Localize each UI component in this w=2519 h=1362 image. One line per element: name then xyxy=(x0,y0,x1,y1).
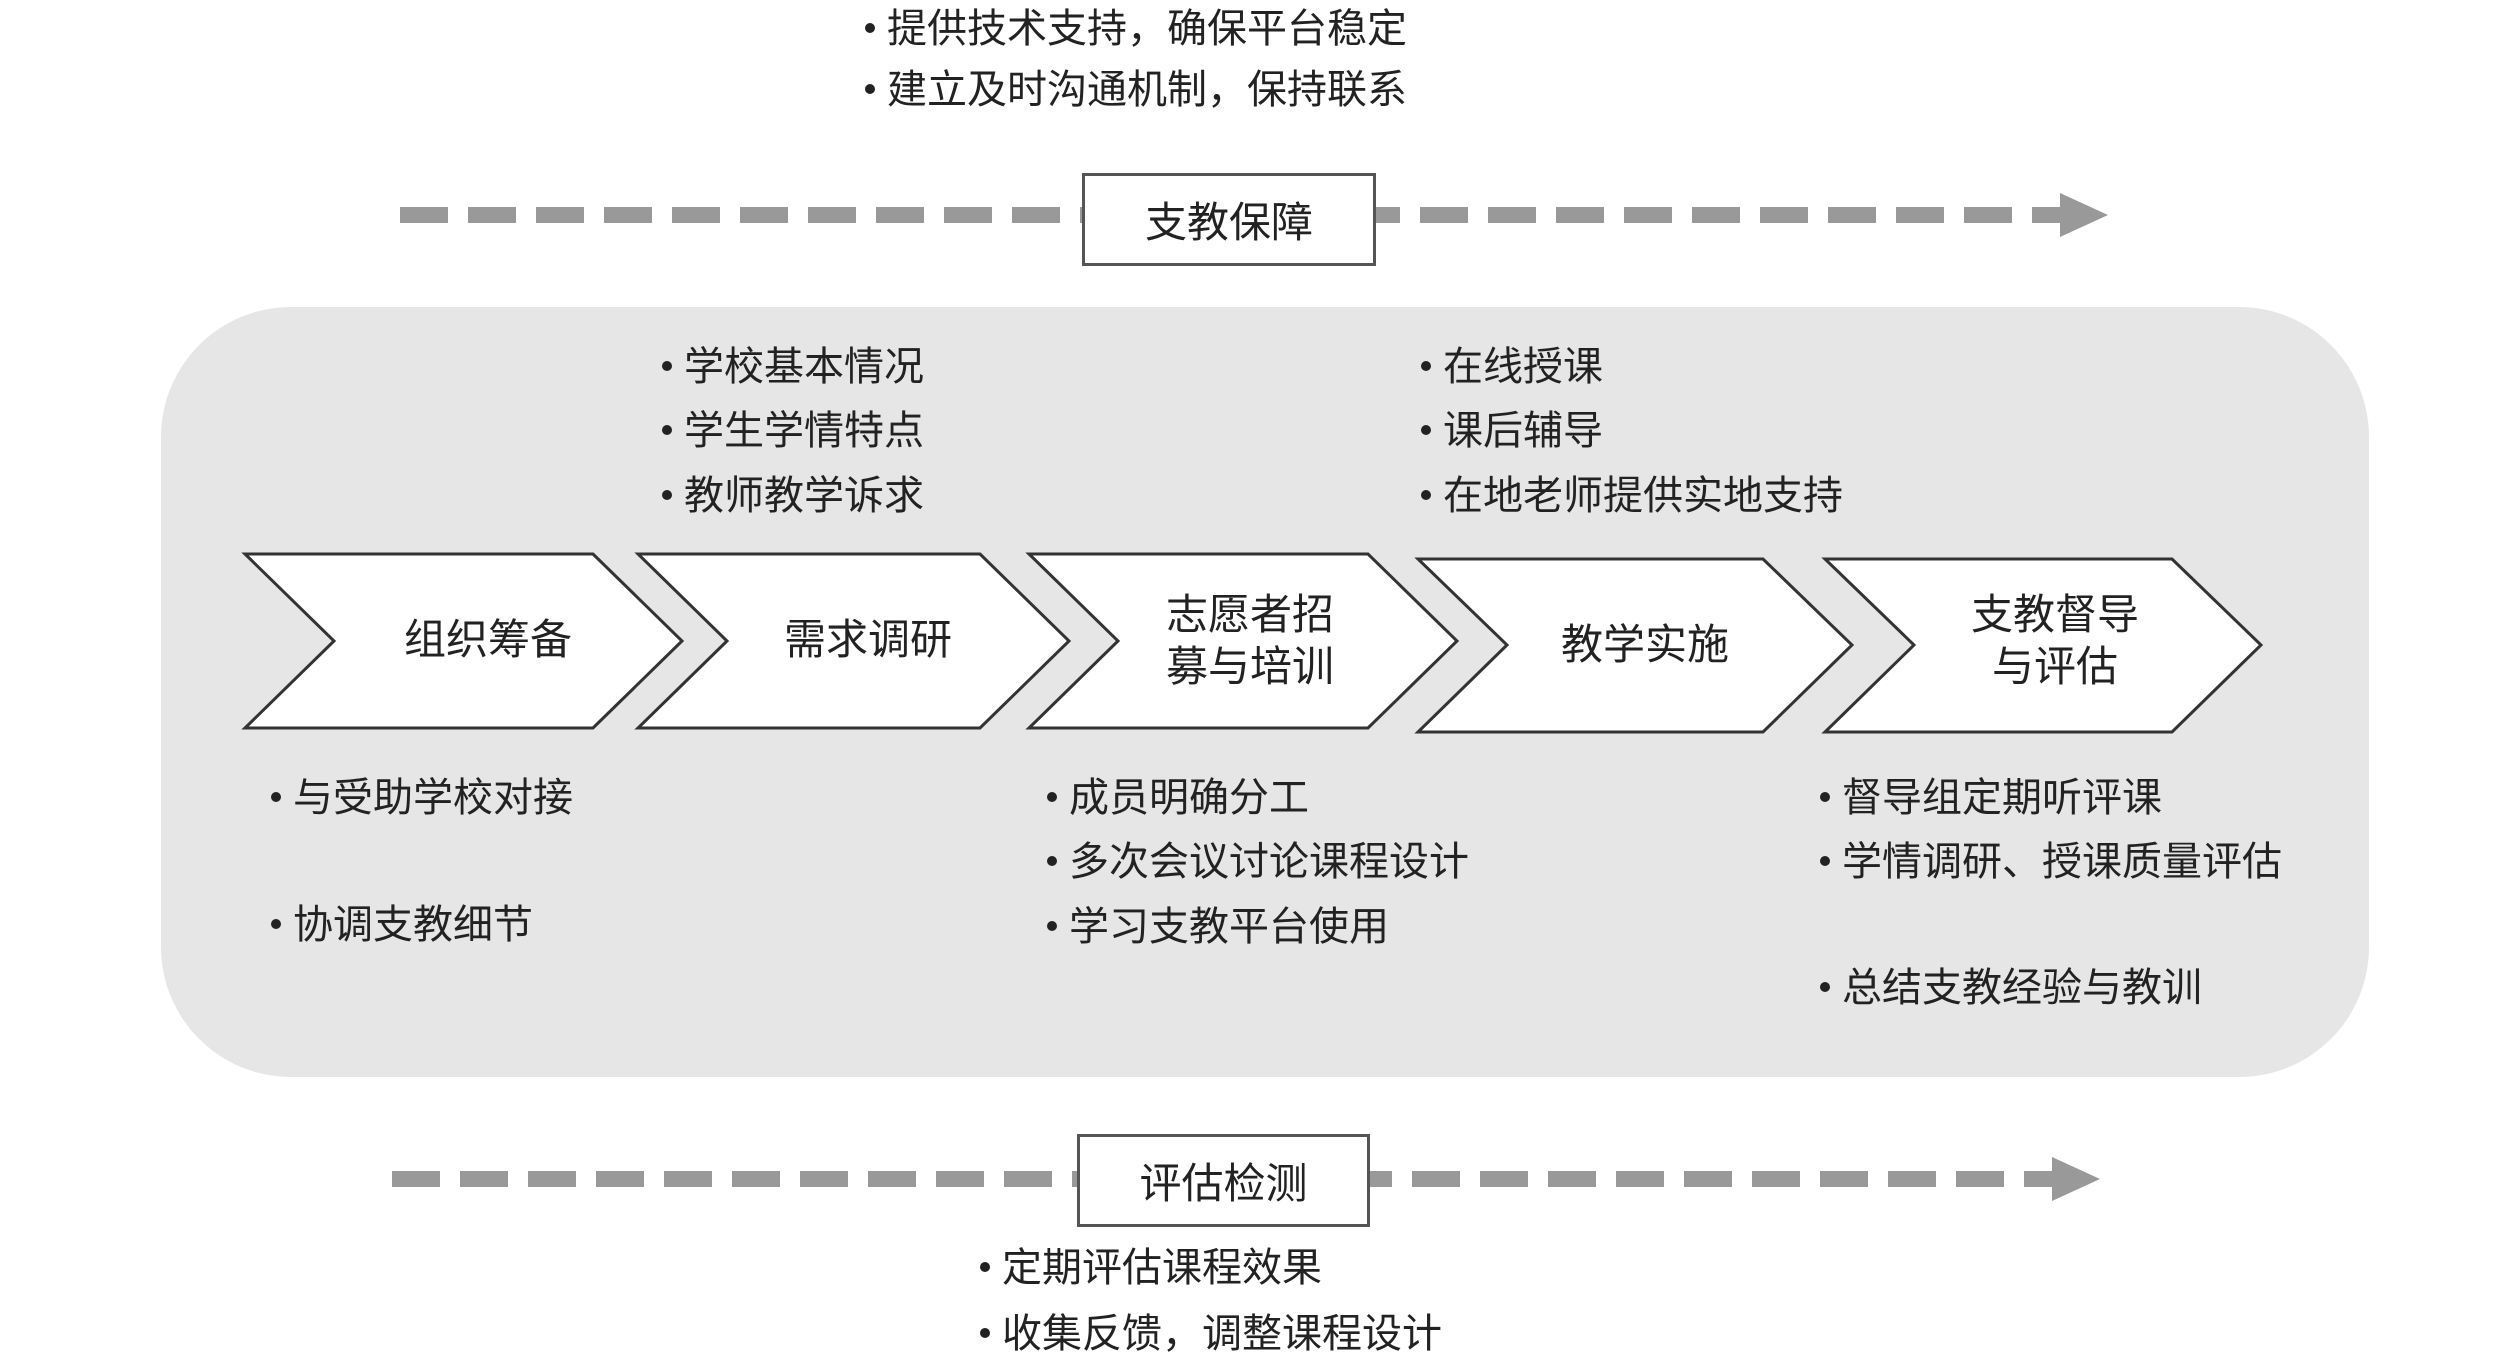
evaluation-label-box: 评估检测 xyxy=(1077,1134,1370,1227)
bullet-icon xyxy=(1820,792,1830,802)
evaluation-bullet: 定期评估课程效果 xyxy=(980,1243,1322,1293)
chevron-stage-4 xyxy=(1414,557,1855,734)
bullet-icon xyxy=(1421,425,1431,435)
bullet-text: 总结支教经验与教训 xyxy=(1842,965,2202,1011)
label-line: 志愿者招 xyxy=(1165,590,1334,639)
support-label: 支教保障 xyxy=(1144,198,1313,247)
label-line: 需求调研 xyxy=(783,615,952,664)
bullet-icon xyxy=(1820,982,1830,992)
label-line: 与评估 xyxy=(1991,642,2118,691)
bullet-text: 学习支教平台使用 xyxy=(1069,904,1389,950)
bullet-icon xyxy=(1047,792,1057,802)
label-line: 组织筹备 xyxy=(403,615,572,664)
stage-3-bullet: 学习支教平台使用 xyxy=(1047,902,1389,952)
stage-3-bullet: 多次会议讨论课程设计 xyxy=(1047,837,1469,887)
bullet-icon xyxy=(271,919,281,929)
stage-4-bullet: 在地老师提供实地支持 xyxy=(1421,471,1843,521)
bullet-icon xyxy=(1047,856,1057,866)
bullet-text: 提供技术支持，确保平台稳定 xyxy=(887,6,1407,52)
bullet-icon xyxy=(865,23,875,33)
label-line: 教学实施 xyxy=(1560,620,1729,669)
support-bullet: 提供技术支持，确保平台稳定 xyxy=(865,4,1407,54)
evaluation-label: 评估检测 xyxy=(1139,1159,1308,1208)
bullet-icon xyxy=(662,361,672,371)
bullet-icon xyxy=(1047,921,1057,931)
stage-2-bullet: 学校基本情况 xyxy=(662,342,924,392)
bullet-text: 督导组定期听评课 xyxy=(1842,775,2162,821)
stage-5-bullet: 督导组定期听评课 xyxy=(1820,773,2162,823)
stage-3-bullet: 成员明确分工 xyxy=(1047,773,1309,823)
bullet-icon xyxy=(271,792,281,802)
bullet-icon xyxy=(662,490,672,500)
stage-5-label: 支教督导与评估 xyxy=(1955,589,2155,693)
bullet-icon xyxy=(980,1262,990,1272)
chevron-stage-5 xyxy=(1821,557,2264,734)
stage-1-bullet: 与受助学校对接 xyxy=(271,773,573,823)
chevron-stage-2 xyxy=(634,552,1072,730)
stage-2-label: 需求调研 xyxy=(768,614,968,666)
stage-4-bullet: 在线授课 xyxy=(1421,342,1603,392)
bullet-icon xyxy=(1421,361,1431,371)
bullet-text: 与受助学校对接 xyxy=(293,775,573,821)
bullet-text: 教师教学诉求 xyxy=(684,473,924,519)
bullet-text: 建立及时沟通机制，保持联系 xyxy=(887,67,1407,113)
stage-1-bullet: 协调支教细节 xyxy=(271,900,533,950)
stage-4-bullet: 课后辅导 xyxy=(1421,406,1603,456)
bullet-text: 学生学情特点 xyxy=(684,408,924,454)
bullet-icon xyxy=(980,1328,990,1338)
label-line: 募与培训 xyxy=(1165,642,1334,691)
support-label-box: 支教保障 xyxy=(1082,173,1376,266)
stage-2-bullet: 教师教学诉求 xyxy=(662,471,924,521)
label-line: 支教督导 xyxy=(1970,590,2139,639)
bullet-icon xyxy=(865,84,875,94)
bullet-text: 定期评估课程效果 xyxy=(1002,1245,1322,1291)
stage-4-label: 教学实施 xyxy=(1545,619,1745,671)
bullet-text: 在地老师提供实地支持 xyxy=(1443,473,1843,519)
bullet-text: 课后辅导 xyxy=(1443,408,1603,454)
stage-3-label: 志愿者招募与培训 xyxy=(1150,589,1350,693)
bullet-text: 多次会议讨论课程设计 xyxy=(1069,839,1469,885)
stage-2-bullet: 学生学情特点 xyxy=(662,406,924,456)
bullet-text: 协调支教细节 xyxy=(293,902,533,948)
bullet-icon xyxy=(1820,856,1830,866)
bullet-text: 在线授课 xyxy=(1443,344,1603,390)
stage-5-bullet: 总结支教经验与教训 xyxy=(1820,963,2202,1013)
stage-5-bullet: 学情调研、授课质量评估 xyxy=(1820,837,2282,887)
bullet-text: 成员明确分工 xyxy=(1069,775,1309,821)
evaluation-bullet: 收集反馈，调整课程设计 xyxy=(980,1309,1442,1359)
chevron-stage-1 xyxy=(241,552,685,730)
bullet-text: 收集反馈，调整课程设计 xyxy=(1002,1311,1442,1357)
bullet-text: 学校基本情况 xyxy=(684,344,924,390)
bullet-icon xyxy=(1421,490,1431,500)
bullet-icon xyxy=(662,425,672,435)
stage-1-label: 组织筹备 xyxy=(388,614,588,666)
bullet-text: 学情调研、授课质量评估 xyxy=(1842,839,2282,885)
chevron-stage-3 xyxy=(1025,552,1460,730)
support-bullet: 建立及时沟通机制，保持联系 xyxy=(865,65,1407,115)
